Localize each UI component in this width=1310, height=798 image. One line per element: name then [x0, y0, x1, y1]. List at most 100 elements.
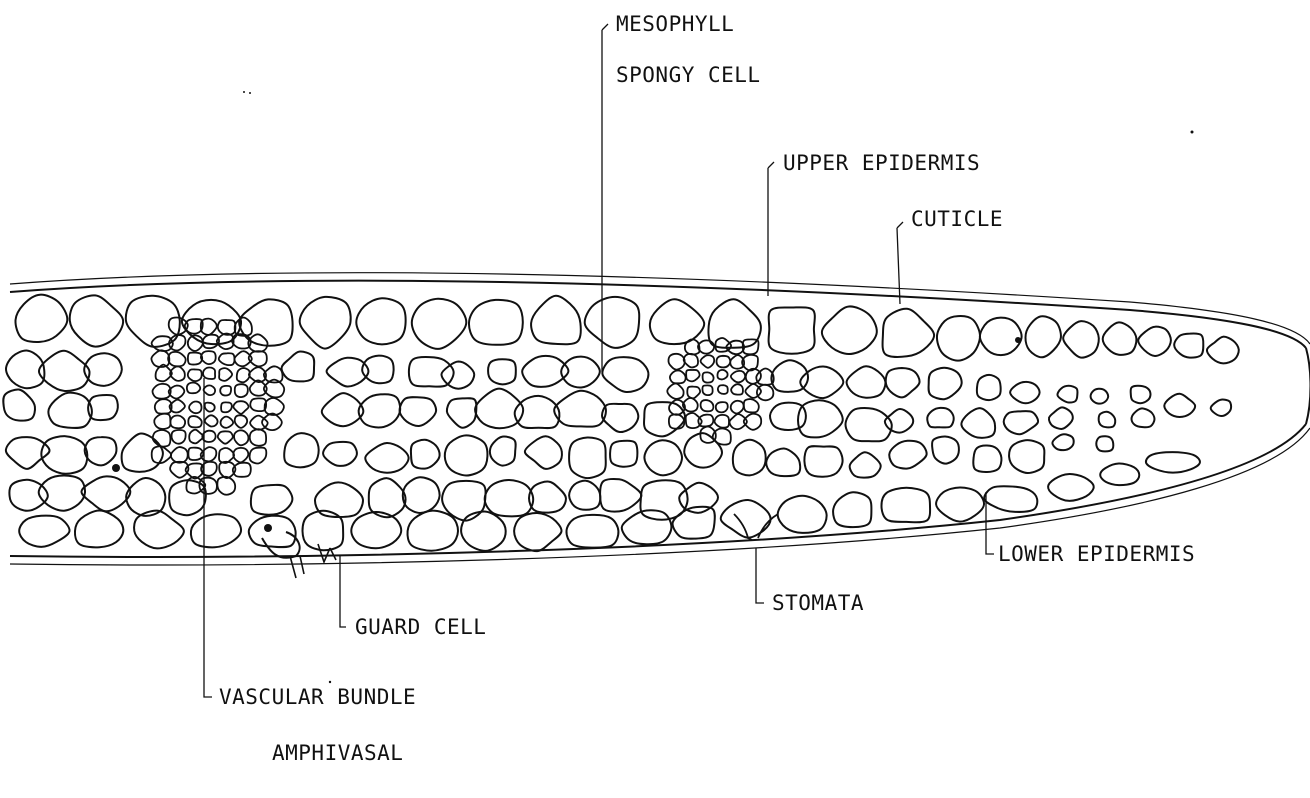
- mesophyll-cell: [445, 435, 488, 475]
- epidermis-cell: [249, 516, 296, 547]
- mesophyll-cell: [600, 479, 641, 512]
- bundle-cell: [205, 403, 215, 412]
- bundle-cell: [187, 383, 200, 394]
- dark-junction: [264, 524, 272, 532]
- bundle-cell: [250, 398, 266, 411]
- epidermis-cell: [461, 512, 506, 551]
- epidermis-cell: [15, 295, 67, 342]
- bundle-cell: [151, 350, 169, 367]
- stomata-label: STOMATA: [772, 591, 864, 615]
- leaf-tip-outline: [1306, 348, 1310, 424]
- epidermis-cell: [1103, 322, 1137, 354]
- mesophyll-cell: [322, 393, 364, 426]
- bundle-cell: [221, 402, 232, 412]
- leader-lines: [204, 24, 994, 697]
- mesophyll-cell: [362, 356, 393, 384]
- guard-cell-leader: [340, 556, 346, 627]
- epidermis-cell: [833, 492, 871, 527]
- mesophyll-cell: [1004, 411, 1038, 434]
- bundle-cell: [731, 371, 745, 382]
- epidermis-cell: [1048, 474, 1094, 501]
- stoma-opening-left: [290, 556, 304, 578]
- bundle-cell: [717, 356, 731, 368]
- spongy-cell-label: SPONGY CELL: [616, 63, 761, 87]
- epidermis-cell: [1207, 337, 1239, 364]
- mesophyll-cell: [488, 359, 516, 384]
- epidermis-cell: [1100, 463, 1139, 485]
- mesophyll-cell: [644, 402, 685, 436]
- mesophyll-cell: [644, 440, 682, 475]
- mesophyll-cell: [1010, 382, 1040, 403]
- upper-epidermis-label: UPPER EPIDERMIS: [783, 151, 980, 175]
- mesophyll-cell: [251, 485, 293, 515]
- stray-dot: [329, 681, 331, 683]
- bundle-cell: [153, 430, 171, 447]
- bundle-cell: [154, 414, 170, 429]
- bundle-cell: [172, 430, 186, 444]
- bundle-cell: [687, 387, 700, 399]
- mesophyll-cell: [1052, 434, 1073, 450]
- epidermis-cell: [300, 297, 351, 349]
- bundle-cell: [219, 368, 232, 381]
- bundle-cell: [234, 430, 248, 445]
- bundle-cell: [250, 429, 266, 446]
- vascular-bundle-left: [151, 317, 284, 494]
- bundle-cell: [667, 383, 683, 398]
- mesophyll-cell: [733, 440, 766, 476]
- epidermis-cell: [980, 318, 1022, 356]
- epidermis-cell: [191, 514, 241, 547]
- mesophyll-cell: [973, 445, 1001, 472]
- bundle-cell: [203, 367, 215, 378]
- mesophyll-cell: [403, 477, 440, 513]
- bundle-cell: [220, 386, 231, 396]
- bundle-cell: [218, 431, 233, 443]
- bundle-cell: [716, 402, 728, 412]
- bundle-cell: [731, 401, 744, 414]
- epidermis-cell: [1025, 316, 1060, 357]
- lower-epidermis-label: LOWER EPIDERMIS: [998, 542, 1195, 566]
- leaf-cross-section: [3, 273, 1310, 578]
- bundle-cell: [171, 447, 188, 463]
- guard-cell-shape: [262, 532, 300, 558]
- bundle-cell: [731, 384, 743, 394]
- epidermis-cell: [19, 516, 69, 547]
- mesophyll-cell: [602, 404, 638, 432]
- mesophyll-cell: [961, 408, 995, 438]
- epidermis-cell: [622, 510, 672, 544]
- bundle-cell: [717, 370, 727, 380]
- mesophyll-cell: [1091, 389, 1109, 404]
- epidermis-cell: [984, 486, 1037, 512]
- mesophyll-cell: [1211, 400, 1231, 416]
- bundle-cell: [746, 369, 761, 384]
- mesophyll-cell: [798, 400, 843, 437]
- epidermis-cell: [937, 316, 980, 361]
- stray-dot: [243, 91, 245, 93]
- bundle-cell: [757, 385, 773, 401]
- mesophyll-cell: [1164, 394, 1195, 417]
- labels: MESOPHYLL SPONGY CELL UPPER EPIDERMIS CU…: [219, 12, 1195, 765]
- mesophyll-cell: [485, 480, 534, 516]
- mesophyll-cell: [1049, 407, 1073, 429]
- bundle-cell: [701, 355, 715, 368]
- bundle-cell: [219, 448, 234, 463]
- epidermis-cell: [883, 309, 935, 357]
- bundle-cell: [233, 448, 248, 463]
- bundle-cell: [701, 400, 714, 411]
- epidermis-cell: [585, 297, 640, 348]
- bundle-cell: [170, 416, 185, 429]
- bundle-cell: [744, 399, 759, 412]
- epidermis-cell: [1138, 327, 1171, 356]
- mesophyll-cell: [770, 403, 806, 430]
- mesophyll-cell: [847, 366, 886, 398]
- mesophyll-cell: [1009, 440, 1044, 473]
- mesophyll-cell: [169, 480, 206, 515]
- mesophyll-cell: [284, 433, 319, 467]
- bundle-cell: [219, 353, 235, 365]
- mesophyll-cell: [804, 446, 842, 477]
- mesophyll-cell: [1131, 386, 1151, 403]
- mesophyll-cell: [122, 433, 163, 471]
- mesophyll-cell: [315, 482, 363, 517]
- mesophyll-cell: [889, 441, 926, 469]
- bundle-cell: [684, 354, 698, 368]
